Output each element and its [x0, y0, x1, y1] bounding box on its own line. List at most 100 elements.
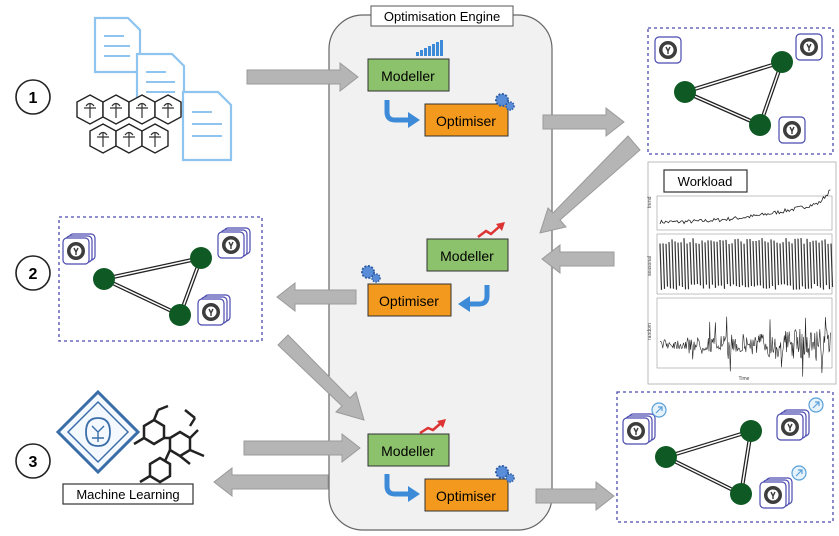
cluster-graph-3: [616, 391, 834, 523]
workload-chart: Workload trend seasonal random Time: [647, 161, 837, 385]
gear-icon: [495, 465, 515, 483]
expand-icon: [651, 397, 824, 481]
document-icon: [93, 16, 142, 74]
seasonal-mark: [776, 242, 780, 286]
optimiser-box-2: Optimiser: [367, 283, 452, 317]
seasonal-mark: [710, 240, 714, 285]
arrow-input-to-modeller-1: [246, 61, 359, 93]
seasonal-mark: [659, 243, 663, 290]
seasonal-mark: [815, 240, 819, 286]
step-circle-3: 3: [15, 443, 51, 479]
seasonal-mark: [728, 243, 732, 287]
blue-arrowhead-3: [408, 486, 420, 502]
panel-label-random: random: [647, 323, 653, 340]
seasonal-mark: [662, 243, 666, 289]
seasonal-mark: [731, 243, 735, 285]
seasonal-mark: [767, 242, 771, 289]
molecule-icon: [133, 404, 205, 484]
kubernetes-gear-icon: [197, 294, 231, 326]
seasonal-mark: [677, 242, 681, 286]
seasonal-mark: [743, 243, 747, 288]
seasonal-mark: [827, 243, 831, 290]
seasonal-mark: [785, 238, 789, 286]
engine-title: Optimisation Engine: [384, 9, 500, 24]
graph-node: [771, 51, 793, 73]
seasonal-mark: [752, 241, 756, 287]
trend-series: [659, 189, 831, 225]
seasonal-mark: [704, 242, 708, 285]
arrow-modeller-to-ml: [213, 466, 329, 498]
seasonal-mark: [755, 241, 759, 286]
kubernetes-gear-icon: [759, 477, 793, 509]
x-axis-label: Time: [739, 376, 750, 382]
document-icon: [181, 90, 233, 162]
seasonal-mark: [761, 238, 765, 289]
blue-arrowhead-1: [408, 112, 420, 128]
seasonal-mark: [686, 243, 690, 290]
seasonal-mark: [812, 240, 816, 285]
graph-node: [749, 114, 771, 136]
seasonal-mark: [818, 242, 822, 288]
panel-label-seasonal: seasonal: [647, 256, 653, 276]
blue-arrowhead-2: [458, 296, 470, 312]
workload-title: Workload: [678, 174, 733, 189]
seasonal-mark: [797, 238, 801, 290]
kubernetes-gear-icon: [776, 409, 810, 441]
seasonal-mark: [707, 240, 711, 289]
blue-arrow-2: [468, 285, 490, 307]
random-series: [659, 316, 831, 377]
seasonal-mark: [671, 239, 675, 289]
graph-node: [169, 304, 191, 326]
seasonal-mark: [809, 242, 813, 289]
seasonal-mark: [824, 239, 828, 286]
kubernetes-gear-icon: [795, 33, 823, 61]
ai-brain-icon: [55, 389, 141, 475]
graph-node: [730, 483, 752, 505]
seasonal-mark: [782, 242, 786, 285]
seasonal-mark: [788, 241, 792, 286]
flow-arrows: [213, 61, 641, 512]
step-circle-1: 1: [15, 79, 51, 115]
optimiser-label: Optimiser: [436, 113, 496, 129]
seasonal-mark: [734, 239, 738, 287]
seasonal-series: [659, 238, 834, 290]
seasonal-mark: [821, 240, 825, 290]
optimiser-label: Optimiser: [436, 488, 496, 504]
optimiser-label: Optimiser: [379, 293, 439, 309]
seasonal-mark: [779, 243, 783, 285]
seasonal-mark: [668, 242, 672, 289]
modeller-box-3: Modeller: [367, 433, 450, 467]
seasonal-mark: [674, 241, 678, 290]
kubernetes-gear-icon: [62, 233, 96, 265]
seasonal-mark: [701, 240, 705, 289]
workload-title-box: [663, 169, 748, 193]
graph-node: [674, 81, 696, 103]
step-number: 2: [29, 266, 38, 283]
graph-node: [655, 446, 677, 468]
seasonal-mark: [716, 241, 720, 286]
blue-arrow-1: [384, 100, 410, 123]
panel-label-trend: trend: [647, 196, 653, 208]
arrow-step2-to-modeller-3: [277, 334, 365, 421]
graph-node: [93, 268, 115, 290]
step-number: 1: [29, 90, 38, 107]
kubernetes-gear-icon: [654, 36, 682, 64]
trend-up-icon: [419, 419, 446, 435]
seasonal-mark: [713, 241, 717, 288]
seasonal-mark: [725, 239, 729, 285]
step-number: 3: [29, 454, 38, 471]
seasonal-mark: [764, 241, 768, 289]
gear-icon: [495, 93, 515, 111]
kubernetes-gear-icon: [217, 227, 251, 259]
seasonal-mark: [665, 243, 669, 287]
seasonal-mark: [749, 238, 753, 287]
arrow-ml-to-modeller-3: [243, 432, 361, 464]
seasonal-mark: [800, 238, 804, 287]
seasonal-mark: [722, 240, 726, 289]
cluster-graph-2: [58, 216, 263, 342]
engine-title-box: [370, 5, 514, 27]
arrow-optimiser-to-output-3: [535, 480, 615, 512]
seasonal-mark: [689, 242, 693, 285]
seasonal-mark: [737, 238, 741, 288]
